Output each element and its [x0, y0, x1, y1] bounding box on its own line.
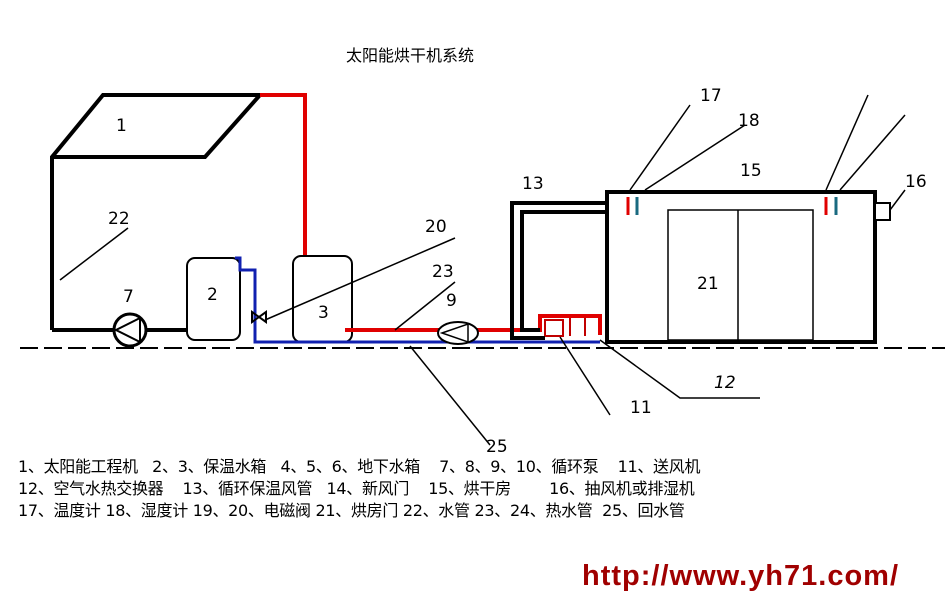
- label-2: 2: [207, 285, 218, 305]
- legend-line-1: 1、太阳能工程机 2、3、保温水箱 4、5、6、地下水箱 7、8、9、10、循环…: [18, 457, 701, 476]
- insulated-tank-3: [292, 255, 353, 343]
- label-3: 3: [318, 303, 329, 323]
- drying-room-door: [667, 209, 814, 341]
- pump-7-icon: [112, 312, 148, 348]
- legend-line-3: 17、温度计 18、湿度计 19、20、电磁阀 21、烘房门 22、水管 23、…: [18, 501, 685, 520]
- diagram-title: 太阳能烘干机系统: [346, 46, 475, 65]
- label-9: 9: [446, 291, 457, 311]
- drying-room: [605, 190, 877, 344]
- circulation-duct: [510, 201, 607, 340]
- hot-pipe-collector: [260, 93, 307, 265]
- website-url: http://www.yh71.com/: [582, 560, 900, 591]
- label-16: 16: [905, 172, 927, 192]
- label-1: 1: [116, 116, 127, 136]
- legend-line-2: 12、空气水热交换器 13、循环保温风管 14、新风门 15、烘干房 16、抽风…: [18, 479, 695, 498]
- pump-9-icon: [437, 321, 479, 345]
- label-11: 11: [630, 398, 652, 418]
- label-17: 17: [700, 86, 722, 106]
- label-21: 21: [697, 274, 719, 294]
- heat-exchanger: [544, 319, 564, 337]
- label-23: 23: [432, 262, 454, 282]
- label-20: 20: [425, 217, 447, 237]
- label-7: 7: [123, 287, 134, 307]
- label-22: 22: [108, 209, 130, 229]
- return-pipe: [235, 256, 600, 344]
- sensors: [626, 197, 838, 215]
- label-12: 12: [714, 373, 736, 393]
- label-13: 13: [522, 174, 544, 194]
- solenoid-valve-icon: [251, 310, 267, 324]
- label-15: 15: [740, 161, 762, 181]
- exhaust-fan: [874, 202, 891, 221]
- label-18: 18: [738, 111, 760, 131]
- leader-lines: [59, 94, 906, 446]
- insulated-tank-2: [186, 257, 241, 341]
- label-25: 25: [486, 437, 508, 457]
